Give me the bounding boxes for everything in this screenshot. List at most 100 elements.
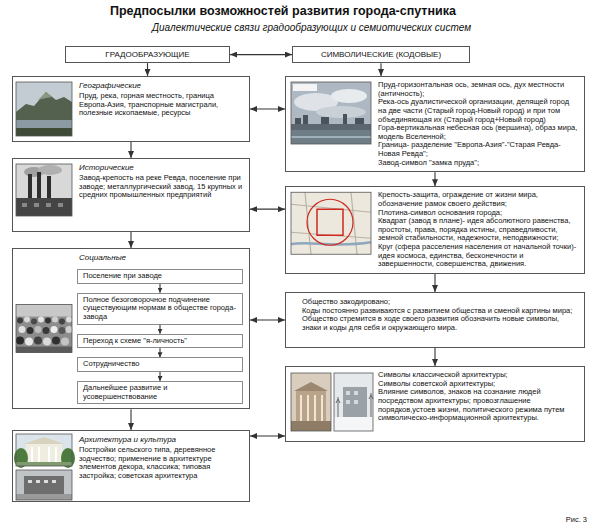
factory-photo-part (22, 203, 27, 207)
city-sky-photo-part (355, 118, 364, 124)
crowd-photo-part (43, 327, 50, 334)
box-text: Пруд-горизонтальная ось, земная ось, дух… (378, 81, 578, 98)
factory-photo-part (16, 164, 72, 216)
crowd-photo-part (25, 338, 33, 346)
crowd-photo-part (45, 318, 51, 324)
connector-arrow (230, 54, 292, 55)
landscape-photo-part (16, 128, 72, 136)
connector-arrow (250, 319, 285, 320)
box-text: Река-ось дуалистической организации, дел… (378, 98, 578, 124)
city-sky-photo-part (291, 82, 371, 144)
architecture-photos-part (16, 434, 72, 466)
box-text: ГРАДООБРАЗУЮЩИЕ (70, 50, 225, 59)
architecture-photos-part (36, 480, 40, 483)
crowd-photo (16, 305, 73, 353)
town-plan-part (291, 192, 371, 254)
crowd-photo-part (66, 326, 73, 333)
architecture-photos-part (314, 395, 316, 421)
box-text: Коды постоянно развиваются с развитием о… (302, 307, 576, 316)
crowd-photo-part (34, 337, 42, 345)
box-text: Граница- разделение "Европа-Азия"-"Стара… (378, 141, 578, 158)
architecture-photos-part (346, 391, 350, 395)
step-box: Поселение при заводе (77, 269, 243, 284)
crowd-photo-part (16, 305, 72, 353)
step-box: Переход к схеме "я-личность" (77, 334, 243, 349)
city-sky-photo-part (295, 118, 301, 124)
connector-arrow (159, 284, 160, 293)
city-sky-photo-part (291, 124, 371, 130)
info-box: Общество закодировано;Коды постоянно раз… (285, 292, 585, 348)
box-heading: Социальные (79, 253, 244, 262)
city-sky-photo-part (321, 117, 329, 124)
factory-photo-part (34, 203, 39, 207)
city-sky-photo-part (291, 130, 371, 144)
architecture-photos (14, 434, 75, 500)
info-box: ИсторическиеЗавод-крепость на реке Ревда… (12, 158, 250, 232)
box-text: Общество стремится в ходе своего развити… (302, 315, 576, 332)
city-sky-photo-part (291, 82, 371, 144)
crowd-photo-part (27, 327, 34, 334)
crowd-photo-part (16, 305, 72, 353)
crowd-photo-part (38, 317, 44, 323)
town-plan-part (291, 242, 371, 244)
connector-arrow (434, 172, 435, 186)
connector-arrow (159, 372, 160, 381)
box-text: Пруд, река, горная местность, граница Ев… (79, 92, 244, 118)
factory-photo-part (46, 203, 51, 207)
architecture-photos-part (354, 391, 358, 395)
town-plan-part (317, 209, 343, 235)
architecture-photos-part (24, 437, 64, 444)
diagram-subtitle: Диалектические связи градообразующих и с… (152, 22, 471, 34)
factory-photo-part (37, 172, 41, 202)
crowd-photo-part (17, 318, 23, 324)
connector-arrow (147, 63, 148, 76)
crowd-photo-part (52, 337, 60, 345)
architecture-photos-part (300, 395, 302, 421)
architecture-photos-part (291, 373, 331, 431)
architecture-photos-part (343, 387, 367, 417)
box-text: Крепость-защита, ограждение от жизни мир… (378, 191, 578, 208)
architecture-photos-part (16, 470, 72, 500)
architecture-photos-part (55, 447, 57, 462)
city-sky-photo (291, 82, 371, 144)
connector-arrow (250, 209, 285, 210)
connector-arrow (434, 348, 435, 366)
category-header: ГРАДООБРАЗУЮЩИЕ (65, 46, 230, 63)
landscape-photo-part (16, 82, 72, 136)
architecture-photos-part (334, 373, 373, 431)
architecture-photos-part (44, 480, 48, 483)
crowd-photo-part (16, 305, 72, 317)
step-box: Полное безоговорочное подчинение существ… (77, 293, 243, 325)
factory-photo (16, 164, 72, 216)
city-sky-photo-part (291, 136, 371, 138)
connector-arrow (380, 63, 381, 76)
box-text: Дальнейшее развитие и усовершенствование (83, 384, 238, 401)
city-sky-photo-part (331, 89, 367, 103)
box-text: Символы советской архитектуры; (378, 380, 578, 389)
connector-arrow (130, 142, 131, 158)
crowd-photo-part (19, 326, 26, 333)
city-sky-photo-part (293, 84, 317, 91)
info-box: Крепость-защита, ограждение от жизни мир… (285, 186, 585, 274)
info-box: ГеографическиеПруд, река, горная местнос… (12, 76, 250, 142)
box-text: Общество закодировано; (302, 298, 576, 307)
architecture-photos-part (28, 480, 32, 483)
box-text: Символы классической архитектуры; (378, 371, 578, 380)
connector-arrow (434, 274, 435, 292)
architecture-photos-part (31, 447, 33, 462)
crowd-photo-part (35, 326, 42, 333)
architecture-photos-part (16, 462, 72, 466)
architecture-photos (291, 373, 373, 431)
architecture-photos-part (354, 400, 358, 404)
landscape-photo-part (16, 120, 72, 129)
connector-arrow (130, 232, 131, 248)
architecture-photos-part (48, 447, 50, 462)
category-header: СИМВОЛИЧЕСКИЕ (КОДОВЫЕ) (292, 46, 470, 63)
factory-photo-part (28, 174, 32, 202)
architecture-photos-part (296, 391, 326, 421)
factory-photo-part (38, 165, 62, 175)
box-text: Квадрат (завод в плане)- идея абсолютног… (378, 217, 578, 243)
box-heading: Исторические (79, 163, 244, 172)
